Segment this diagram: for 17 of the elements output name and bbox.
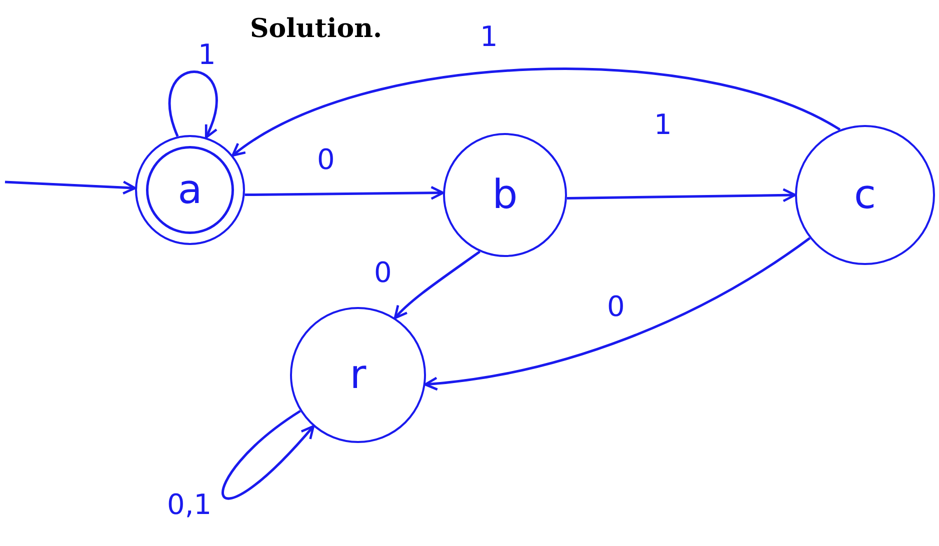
state-name: b bbox=[492, 175, 518, 215]
arrow bbox=[244, 186, 444, 200]
arrow bbox=[4, 180, 136, 195]
state-name: a bbox=[178, 170, 202, 210]
arrow bbox=[424, 237, 811, 390]
state-circle bbox=[290, 307, 426, 443]
state-circle bbox=[443, 133, 567, 257]
state-name: r bbox=[350, 355, 366, 395]
state-name: c bbox=[854, 175, 876, 215]
arrow bbox=[168, 70, 218, 139]
state-circle bbox=[795, 125, 935, 265]
heading-text: Solution. bbox=[250, 14, 382, 44]
arrow bbox=[222, 410, 315, 500]
arrow bbox=[566, 188, 796, 202]
arrow bbox=[394, 250, 481, 320]
accepting-state-circle bbox=[135, 135, 245, 245]
arrow bbox=[232, 68, 840, 157]
